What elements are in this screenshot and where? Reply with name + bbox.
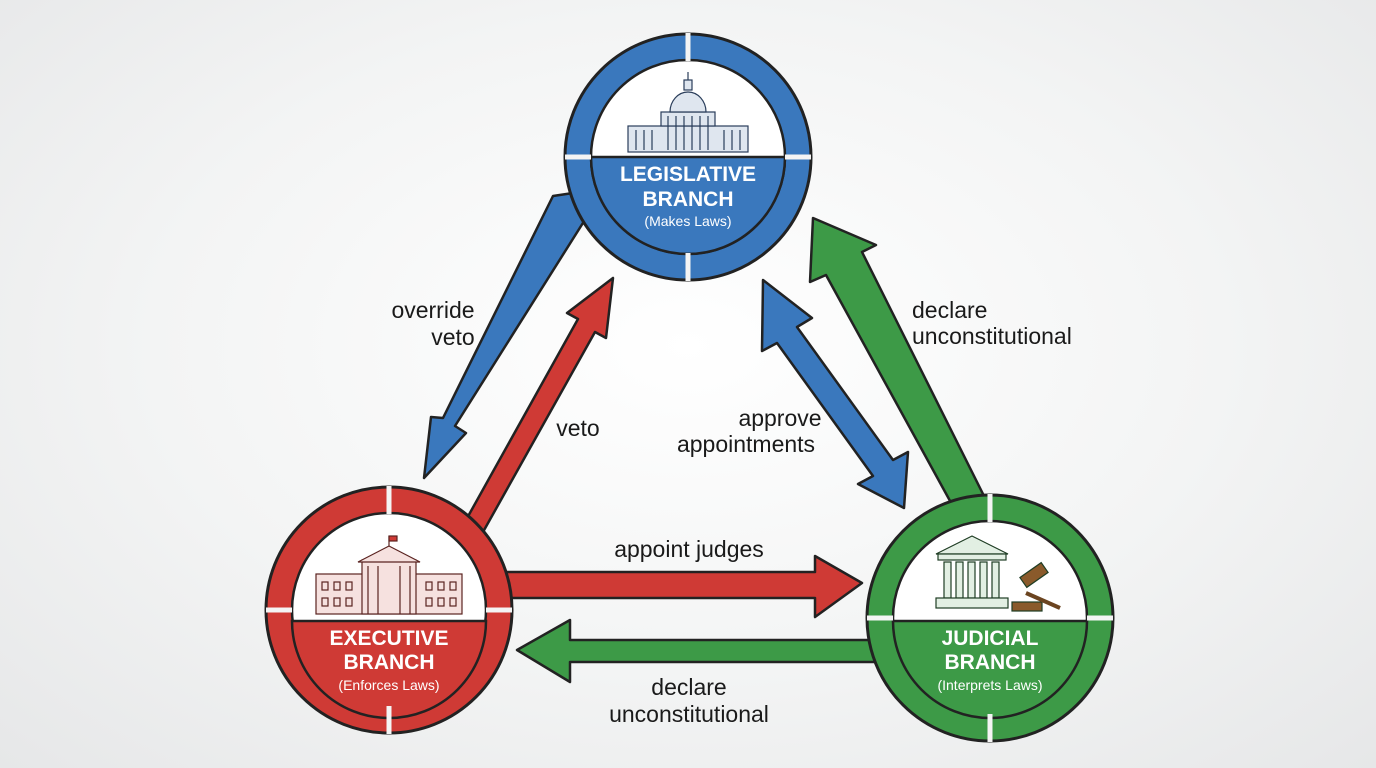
label-declare-unconstitutional-right-line1: declare <box>912 297 987 323</box>
label-override-veto-line2: veto <box>431 324 474 350</box>
arrow-declare-unconstitutional-right <box>808 216 987 512</box>
white-house-icon <box>315 535 463 615</box>
label-approve-appointments-line1: approve <box>738 405 821 431</box>
arrow-override-veto <box>422 191 595 480</box>
judicial-title-line1: JUDICIAL <box>942 627 1039 650</box>
arrow-approve-appointments <box>760 278 910 510</box>
executive-branch-node: EXECUTIVE BRANCH (Enforces Laws) <box>264 485 514 735</box>
legislative-title-line1: LEGISLATIVE <box>620 163 756 186</box>
legislative-branch-node: LEGISLATIVE BRANCH (Makes Laws) <box>563 32 813 282</box>
legislative-title-line2: BRANCH <box>643 188 734 211</box>
capitol-building-icon <box>627 72 749 153</box>
arrow-appoint-judges <box>503 554 864 619</box>
executive-title-line2: BRANCH <box>344 651 435 674</box>
courthouse-gavel-icon <box>935 535 1061 612</box>
executive-subtitle: (Enforces Laws) <box>338 677 439 693</box>
label-approve-appointments-line2: appointments <box>677 431 815 457</box>
arrow-veto <box>464 276 615 534</box>
arrow-declare-unconstitutional-bottom <box>515 618 877 684</box>
legislative-subtitle: (Makes Laws) <box>644 213 731 229</box>
label-declare-unconstitutional-right-line2: unconstitutional <box>912 323 1072 349</box>
label-declare-unconstitutional-bottom-line1: declare <box>651 674 726 700</box>
judicial-subtitle: (Interprets Laws) <box>937 677 1042 693</box>
executive-title-line1: EXECUTIVE <box>329 627 448 650</box>
judicial-title-line2: BRANCH <box>945 651 1036 674</box>
label-veto: veto <box>556 415 599 441</box>
judicial-branch-node: JUDICIAL BRANCH (Interprets Laws) <box>865 493 1115 743</box>
label-declare-unconstitutional-bottom-line2: unconstitutional <box>609 701 769 727</box>
label-appoint-judges: appoint judges <box>614 536 764 562</box>
label-override-veto-line1: override <box>391 297 474 323</box>
